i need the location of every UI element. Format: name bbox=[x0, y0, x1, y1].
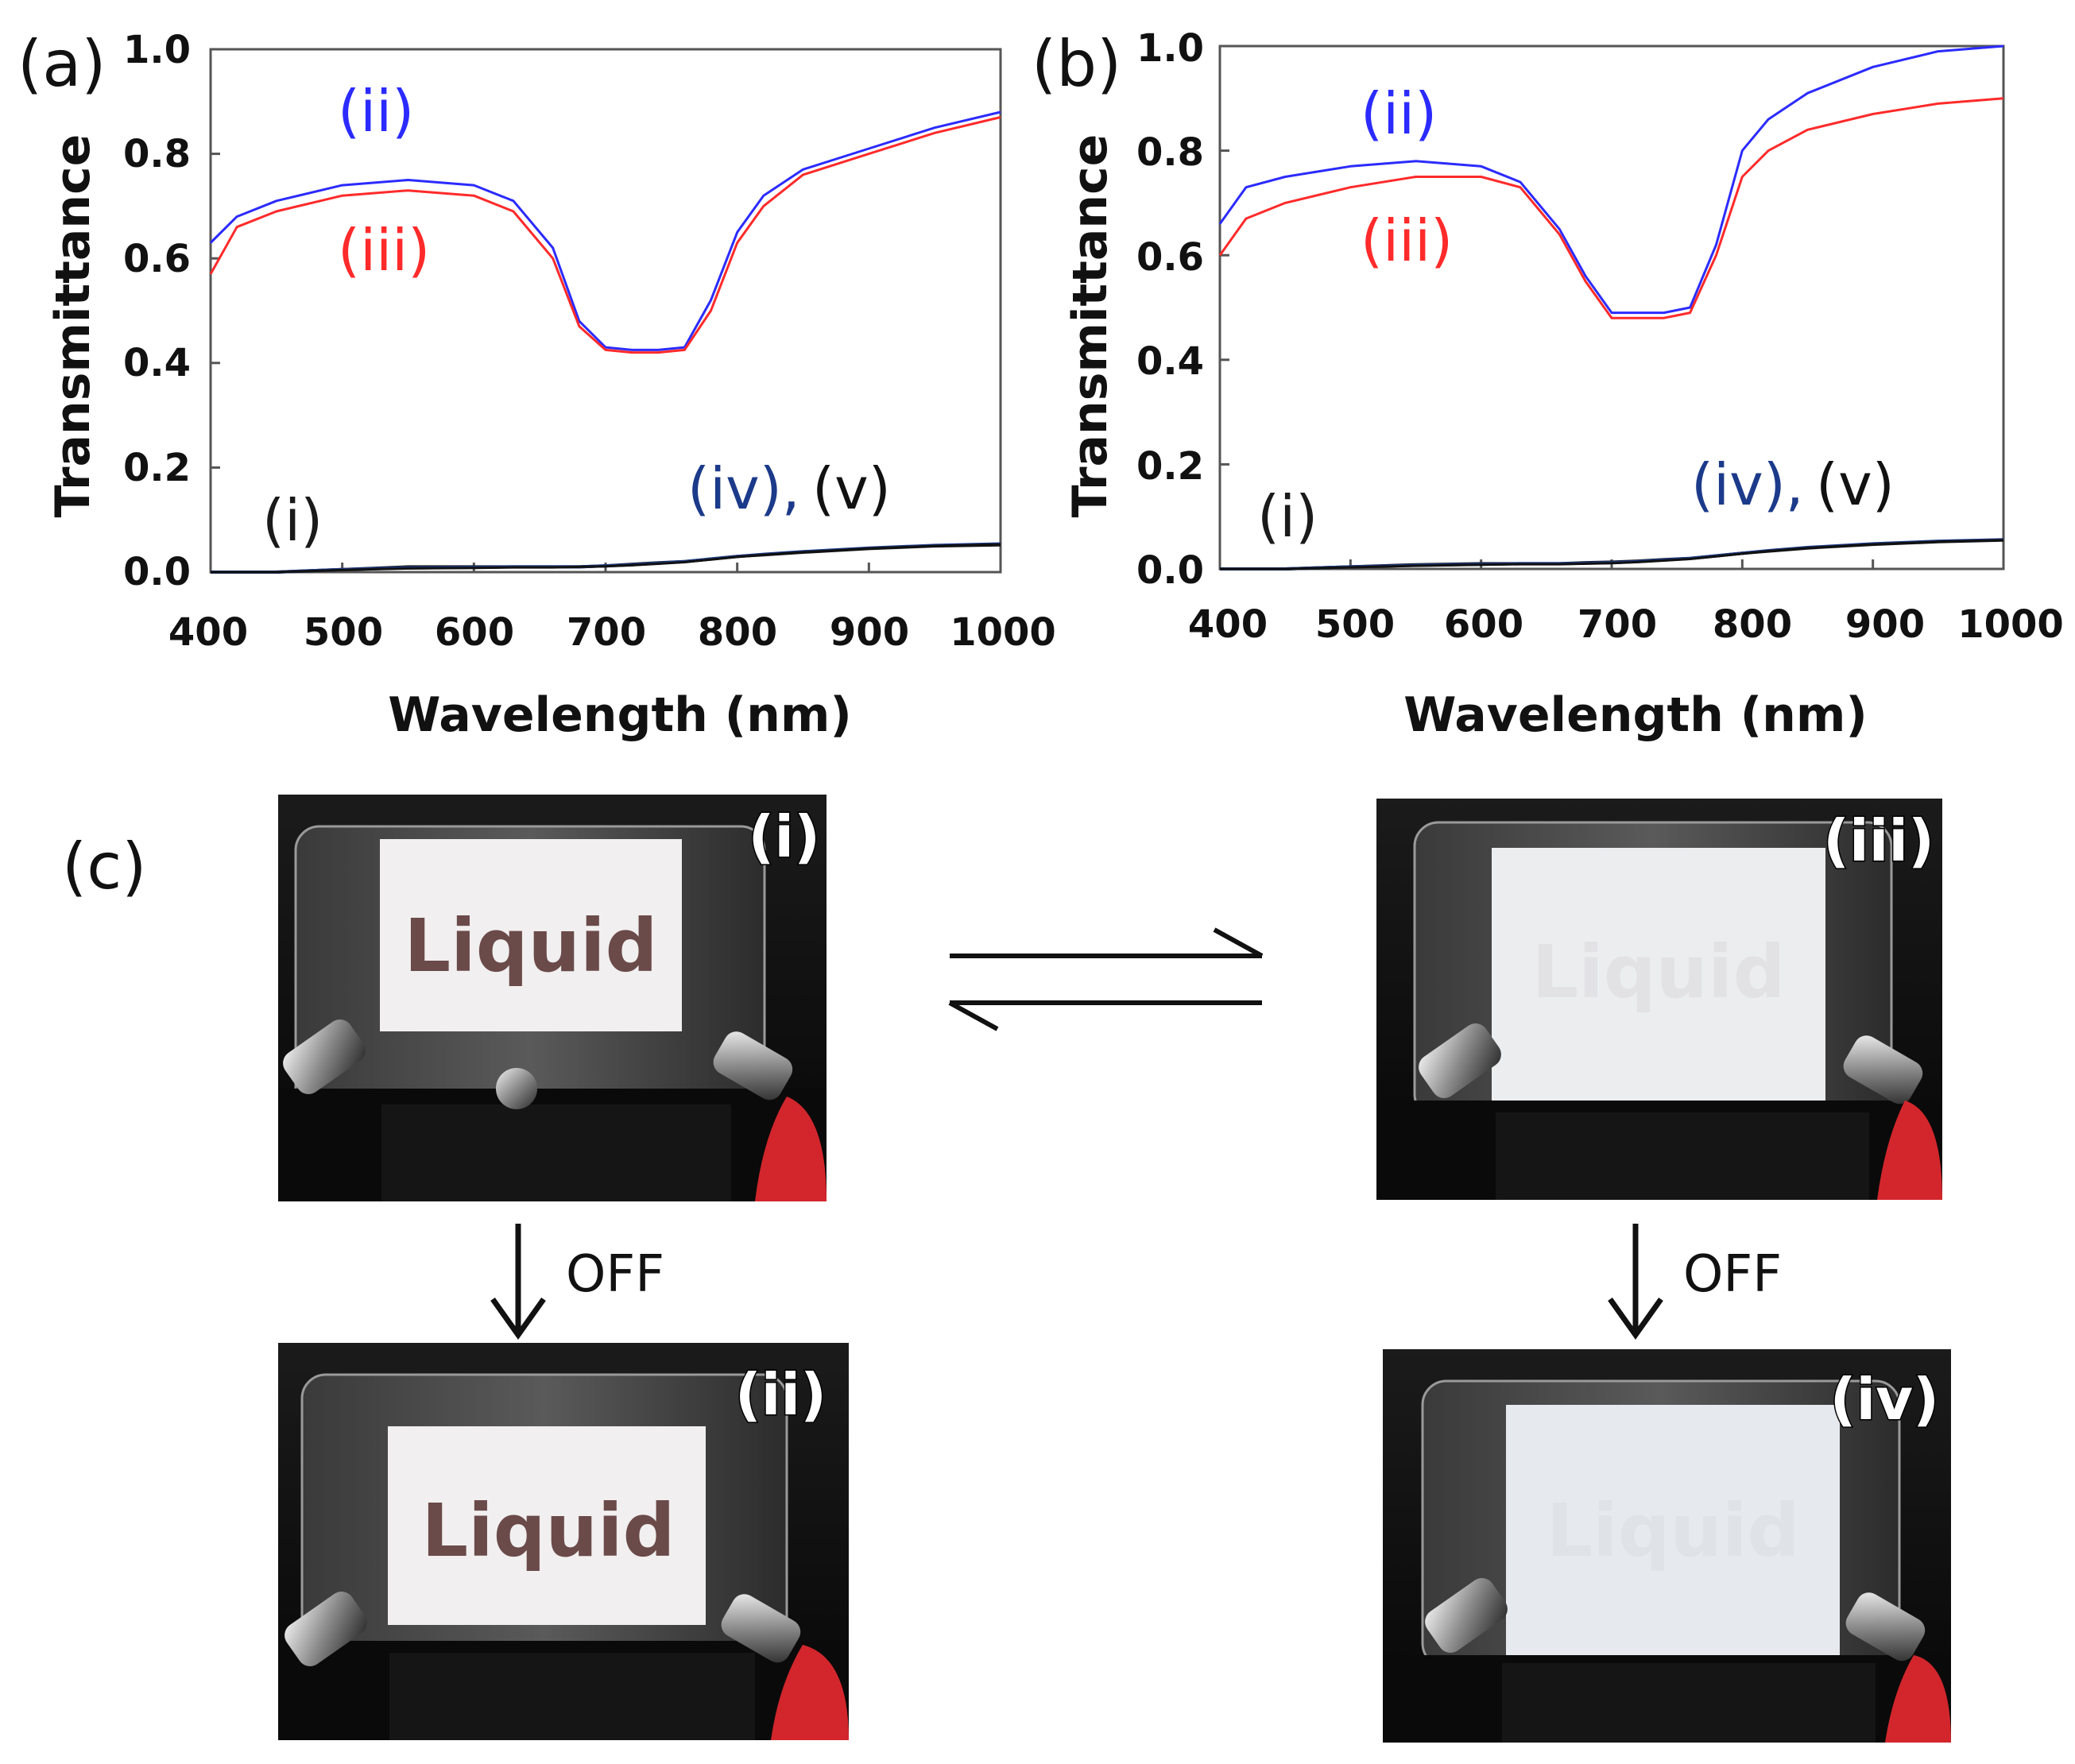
series-line-iii bbox=[1218, 97, 2004, 319]
series-line-iii bbox=[209, 116, 1001, 354]
holder-block bbox=[389, 1653, 755, 1740]
curve-label-ii: (ii) bbox=[338, 78, 414, 145]
curve-label-v: (v) bbox=[812, 455, 891, 522]
panel-b: (b) 0.0 0.2 0.4 0.6 0.8 1.0 400 500 600 … bbox=[1032, 26, 2064, 743]
y-tick-label: 0.6 bbox=[1136, 235, 1204, 280]
curve-label-v: (v) bbox=[1816, 451, 1895, 518]
x-axis-title: Wavelength (nm) bbox=[1403, 687, 1868, 743]
y-axis-title: Transmittance bbox=[1063, 134, 1118, 518]
curve-label-ii: (ii) bbox=[1361, 80, 1437, 147]
holder-block bbox=[1496, 1112, 1869, 1200]
red-connector bbox=[771, 1645, 849, 1740]
holder-block bbox=[381, 1104, 731, 1201]
x-tick-label: 1000 bbox=[1957, 602, 2064, 647]
off-arrow-right: OFF bbox=[1608, 1224, 1782, 1340]
metal-clip bbox=[285, 1592, 367, 1666]
x-tick-label: 800 bbox=[1713, 602, 1792, 647]
down-arrow-head bbox=[490, 1297, 546, 1340]
photo-label-iv: (iv) bbox=[1830, 1366, 1939, 1433]
y-tick-label: 0.0 bbox=[1136, 548, 1204, 593]
metal-clip bbox=[1845, 1592, 1926, 1661]
series-group bbox=[1218, 44, 2004, 571]
y-tick-label: 1.0 bbox=[1136, 26, 1204, 71]
panel-c: (c) Liquid (i) Liquid (iii) bbox=[62, 795, 1951, 1743]
tick-marks bbox=[209, 48, 1002, 574]
holder-block bbox=[1502, 1663, 1876, 1743]
panel-b-letter: (b) bbox=[1032, 27, 1121, 101]
red-connector bbox=[1877, 1101, 1942, 1200]
reverse-arrow-head bbox=[948, 1000, 999, 1031]
label-card bbox=[380, 839, 682, 1031]
y-tick-label: 0.2 bbox=[1136, 444, 1204, 489]
photo-label-iii: (iii) bbox=[1823, 807, 1934, 874]
curve-label-iv: (iv), bbox=[687, 455, 800, 522]
liquid-text: Liquid bbox=[1547, 1488, 1800, 1573]
series-line-ii bbox=[1218, 44, 2004, 315]
label-card bbox=[388, 1426, 706, 1625]
series-line-ii bbox=[209, 110, 1001, 351]
y-tick-label: 0.6 bbox=[123, 237, 191, 281]
x-axis-title: Wavelength (nm) bbox=[388, 687, 852, 743]
frosted-card bbox=[1492, 848, 1825, 1101]
forward-arrow-head bbox=[1213, 927, 1264, 958]
curve-label-iv: (iv), bbox=[1691, 451, 1804, 518]
metal-clip bbox=[721, 1594, 801, 1663]
y-tick-label: 0.4 bbox=[123, 341, 191, 385]
curve-label-iii: (iii) bbox=[338, 217, 430, 284]
frosted-card bbox=[1506, 1405, 1840, 1659]
liquid-text: Liquid bbox=[1532, 930, 1786, 1015]
y-tick-label: 0.0 bbox=[123, 550, 191, 594]
series-group bbox=[209, 110, 1001, 574]
y-tick-label: 0.8 bbox=[123, 132, 191, 176]
metal-knob bbox=[496, 1068, 537, 1109]
x-tick-label: 600 bbox=[1444, 602, 1523, 647]
x-tick-label: 700 bbox=[567, 610, 646, 655]
equilibrium-arrows bbox=[948, 927, 1264, 1031]
y-tick-label: 0.8 bbox=[1136, 130, 1204, 175]
x-tick-label: 700 bbox=[1578, 602, 1657, 647]
photo-label-i: (i) bbox=[749, 803, 821, 870]
x-tick-label: 1000 bbox=[950, 610, 1056, 655]
series-line-v bbox=[1220, 539, 2004, 571]
x-tick-label: 500 bbox=[1315, 602, 1395, 647]
liquid-text: Liquid bbox=[422, 1488, 676, 1573]
panel-c-letter: (c) bbox=[62, 830, 146, 903]
panel-a-letter: (a) bbox=[17, 27, 106, 101]
red-connector bbox=[1885, 1655, 1951, 1743]
off-label: OFF bbox=[1683, 1245, 1782, 1304]
metal-clip bbox=[1425, 1578, 1508, 1653]
metal-clip bbox=[1419, 1023, 1501, 1098]
x-tick-label: 400 bbox=[168, 610, 248, 655]
curve-label-i: (i) bbox=[1257, 483, 1318, 550]
x-tick-label: 400 bbox=[1188, 602, 1268, 647]
x-tick-label: 600 bbox=[435, 610, 514, 655]
y-axis-title: Transmittance bbox=[45, 134, 101, 518]
series-line-v bbox=[211, 543, 1001, 574]
down-arrow-head bbox=[1608, 1297, 1663, 1340]
metal-clip bbox=[1843, 1035, 1923, 1104]
photo-iv: Liquid (iv) bbox=[1383, 1349, 1951, 1743]
curve-label-iii: (iii) bbox=[1361, 207, 1453, 274]
x-tick-label: 900 bbox=[1845, 602, 1925, 647]
x-tick-label: 800 bbox=[698, 610, 777, 655]
photo-i: Liquid (i) bbox=[278, 795, 827, 1201]
x-tick-label: 500 bbox=[304, 610, 383, 655]
red-connector bbox=[755, 1097, 827, 1201]
metal-clip bbox=[713, 1031, 793, 1101]
photo-ii: Liquid (ii) bbox=[278, 1343, 849, 1740]
photo-label-ii: (ii) bbox=[735, 1361, 827, 1428]
y-tick-label: 0.4 bbox=[1136, 339, 1204, 384]
liquid-text: Liquid bbox=[405, 903, 658, 988]
metal-clip bbox=[283, 1019, 366, 1094]
off-label: OFF bbox=[566, 1245, 664, 1304]
x-tick-label: 900 bbox=[830, 610, 909, 655]
panel-a: (a) 0.0 0.2 0.4 0.6 0.8 1.0 400 500 600 … bbox=[17, 27, 1056, 743]
off-arrow-left: OFF bbox=[490, 1224, 664, 1340]
y-tick-label: 1.0 bbox=[123, 28, 191, 72]
curve-label-i: (i) bbox=[262, 487, 323, 554]
y-tick-label: 0.2 bbox=[123, 446, 191, 490]
photo-iii: Liquid (iii) bbox=[1376, 799, 1942, 1200]
